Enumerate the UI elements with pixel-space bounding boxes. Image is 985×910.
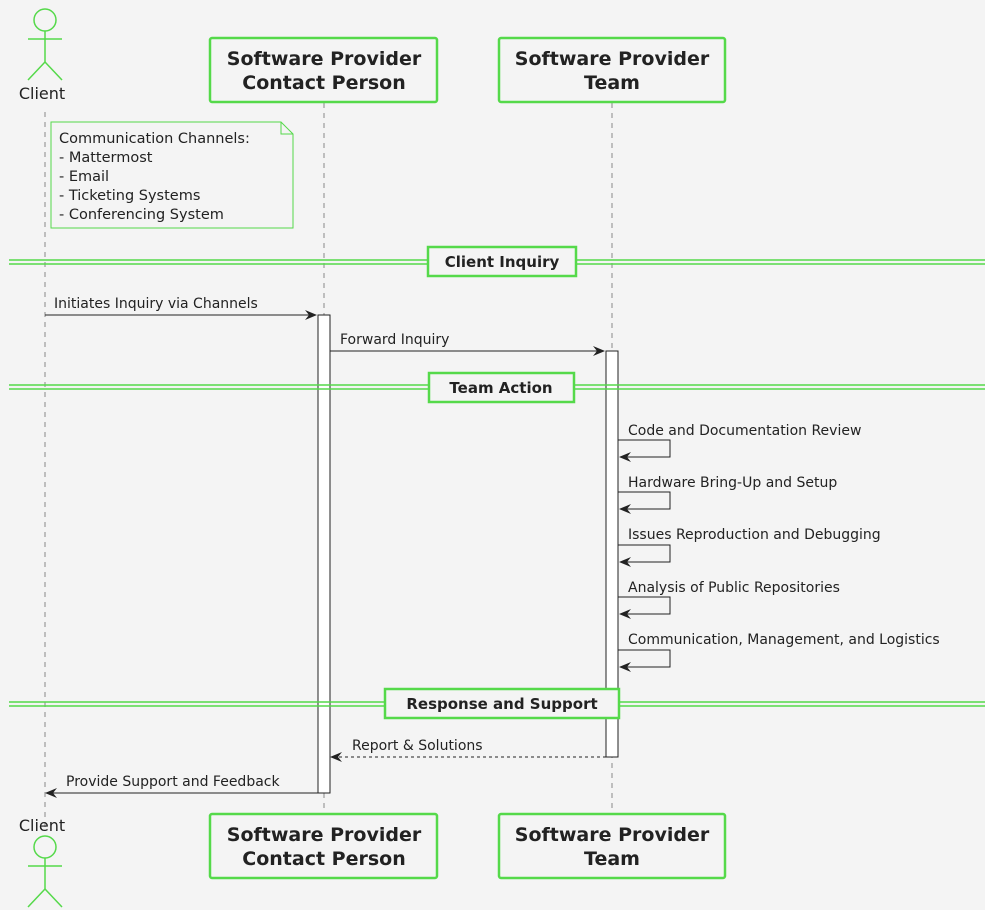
divider-label: Response and Support: [406, 695, 597, 713]
contact-participant-top[interactable]: Software Provider Contact Person: [208, 36, 439, 104]
contact-participant-bottom[interactable]: Software Provider Contact Person: [208, 812, 439, 880]
contact-label-line1: Software Provider: [227, 824, 422, 846]
team-label-line1: Software Provider: [515, 48, 710, 70]
stick-figure-icon: [27, 835, 63, 908]
self-message-issues-reproduction: Issues Reproduction and Debugging: [618, 527, 881, 567]
note-title: Communication Channels:: [59, 131, 250, 147]
client-actor-bottom[interactable]: Client: [19, 816, 65, 908]
divider-label: Team Action: [449, 379, 552, 397]
divider-label: Client Inquiry: [445, 253, 560, 271]
client-label: Client: [19, 84, 65, 103]
self-message-code-review: Code and Documentation Review: [618, 423, 861, 462]
stick-figure-icon: [27, 8, 63, 81]
svg-text:Issues Reproduction and Debugg: Issues Reproduction and Debugging: [628, 527, 881, 543]
team-activation-bar: [605, 350, 619, 758]
divider-response-support: Response and Support: [9, 687, 985, 720]
svg-text:Report & Solutions: Report & Solutions: [352, 738, 483, 754]
svg-text:Code and Documentation Review: Code and Documentation Review: [628, 423, 861, 439]
contact-activation-bar: [317, 314, 331, 794]
contact-label-line1: Software Provider: [227, 48, 422, 70]
message-report-solutions: Report & Solutions: [330, 738, 606, 762]
svg-text:Provide Support and Feedback: Provide Support and Feedback: [66, 774, 280, 790]
self-message-communication-logistics: Communication, Management, and Logistics: [618, 632, 940, 672]
svg-text:Forward Inquiry: Forward Inquiry: [340, 332, 449, 348]
contact-label-line2: Contact Person: [242, 848, 405, 870]
message-initiates-inquiry: Initiates Inquiry via Channels: [45, 296, 317, 320]
svg-text:Hardware Bring-Up and Setup: Hardware Bring-Up and Setup: [628, 475, 837, 491]
divider-client-inquiry: Client Inquiry: [9, 245, 985, 278]
note-item: - Email: [59, 169, 109, 185]
team-participant-top[interactable]: Software Provider Team: [497, 36, 727, 104]
contact-label-line2: Contact Person: [242, 72, 405, 94]
note-item: - Conferencing System: [59, 207, 224, 223]
message-provide-support: Provide Support and Feedback: [45, 774, 318, 798]
svg-text:Analysis of Public Repositorie: Analysis of Public Repositories: [628, 580, 840, 596]
note-item: - Mattermost: [59, 150, 153, 166]
note-item: - Ticketing Systems: [59, 188, 200, 204]
message-forward-inquiry: Forward Inquiry: [330, 332, 605, 356]
communication-note[interactable]: Communication Channels: - Mattermost - E…: [50, 121, 294, 229]
svg-text:Communication, Management, and: Communication, Management, and Logistics: [628, 632, 940, 648]
team-label-line2: Team: [584, 72, 640, 94]
team-label-line2: Team: [584, 848, 640, 870]
divider-team-action: Team Action: [9, 371, 985, 404]
client-label: Client: [19, 816, 65, 835]
self-message-hardware-setup: Hardware Bring-Up and Setup: [618, 475, 837, 514]
client-actor-top[interactable]: Client: [19, 8, 65, 103]
team-label-line1: Software Provider: [515, 824, 710, 846]
self-message-public-repositories: Analysis of Public Repositories: [618, 580, 840, 619]
svg-text:Initiates Inquiry via Channels: Initiates Inquiry via Channels: [54, 296, 258, 312]
team-participant-bottom[interactable]: Software Provider Team: [497, 812, 727, 880]
